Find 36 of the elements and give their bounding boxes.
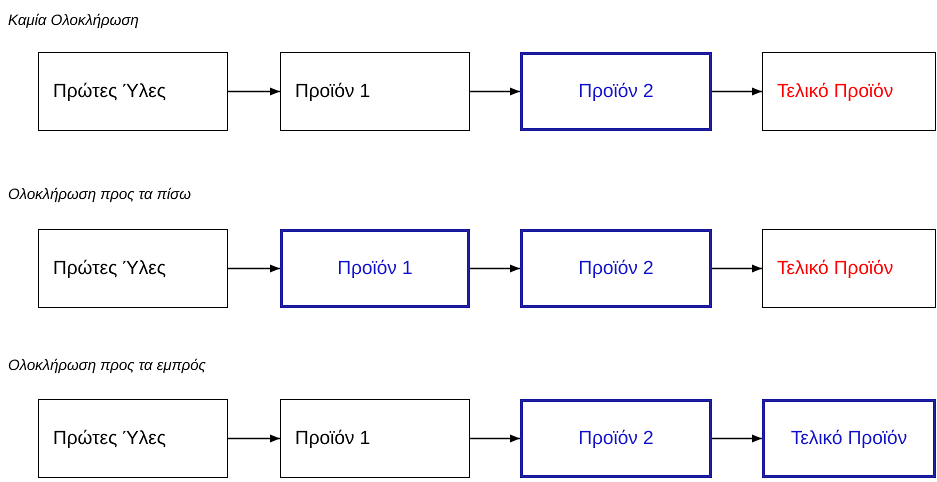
arrow (470, 88, 520, 96)
box-label: Προϊόν 1 (295, 80, 370, 102)
process-box (762, 399, 936, 478)
arrow (228, 88, 280, 96)
row-title: Ολοκλήρωση προς τα εμπρός (8, 357, 206, 374)
box-label: Τελικό Προϊόν (777, 80, 894, 102)
process-box (520, 229, 712, 308)
process-box (280, 229, 470, 308)
box-label: Τελικό Προϊόν (790, 428, 908, 450)
box-label: Προϊόν 2 (578, 428, 654, 450)
box-label: Προϊόν 1 (337, 258, 413, 280)
process-box (762, 52, 936, 131)
box-label: Πρώτες Ύλες (53, 80, 166, 102)
arrow (712, 88, 762, 96)
process-box (520, 399, 712, 478)
box-label: Πρώτες Ύλες (53, 428, 166, 450)
process-box (38, 399, 228, 478)
box-label: Τελικό Προϊόν (777, 258, 894, 280)
box-label: Προϊόν 1 (295, 428, 370, 450)
box-label: Προϊόν 2 (578, 80, 654, 102)
arrow (712, 264, 762, 272)
arrow (470, 264, 520, 272)
process-box (280, 399, 470, 478)
box-label: Προϊόν 2 (578, 258, 654, 280)
process-box (520, 52, 712, 131)
process-box (280, 52, 470, 131)
box-label: Πρώτες Ύλες (53, 258, 166, 280)
process-box (38, 52, 228, 131)
arrow (470, 434, 520, 442)
arrow (228, 264, 280, 272)
process-box (762, 229, 936, 308)
process-box (38, 229, 228, 308)
row-title: Ολοκλήρωση προς τα πίσω (8, 186, 191, 203)
arrow (228, 434, 280, 442)
row-title: Καμία Ολοκλήρωση (8, 12, 139, 29)
arrow (712, 434, 762, 442)
